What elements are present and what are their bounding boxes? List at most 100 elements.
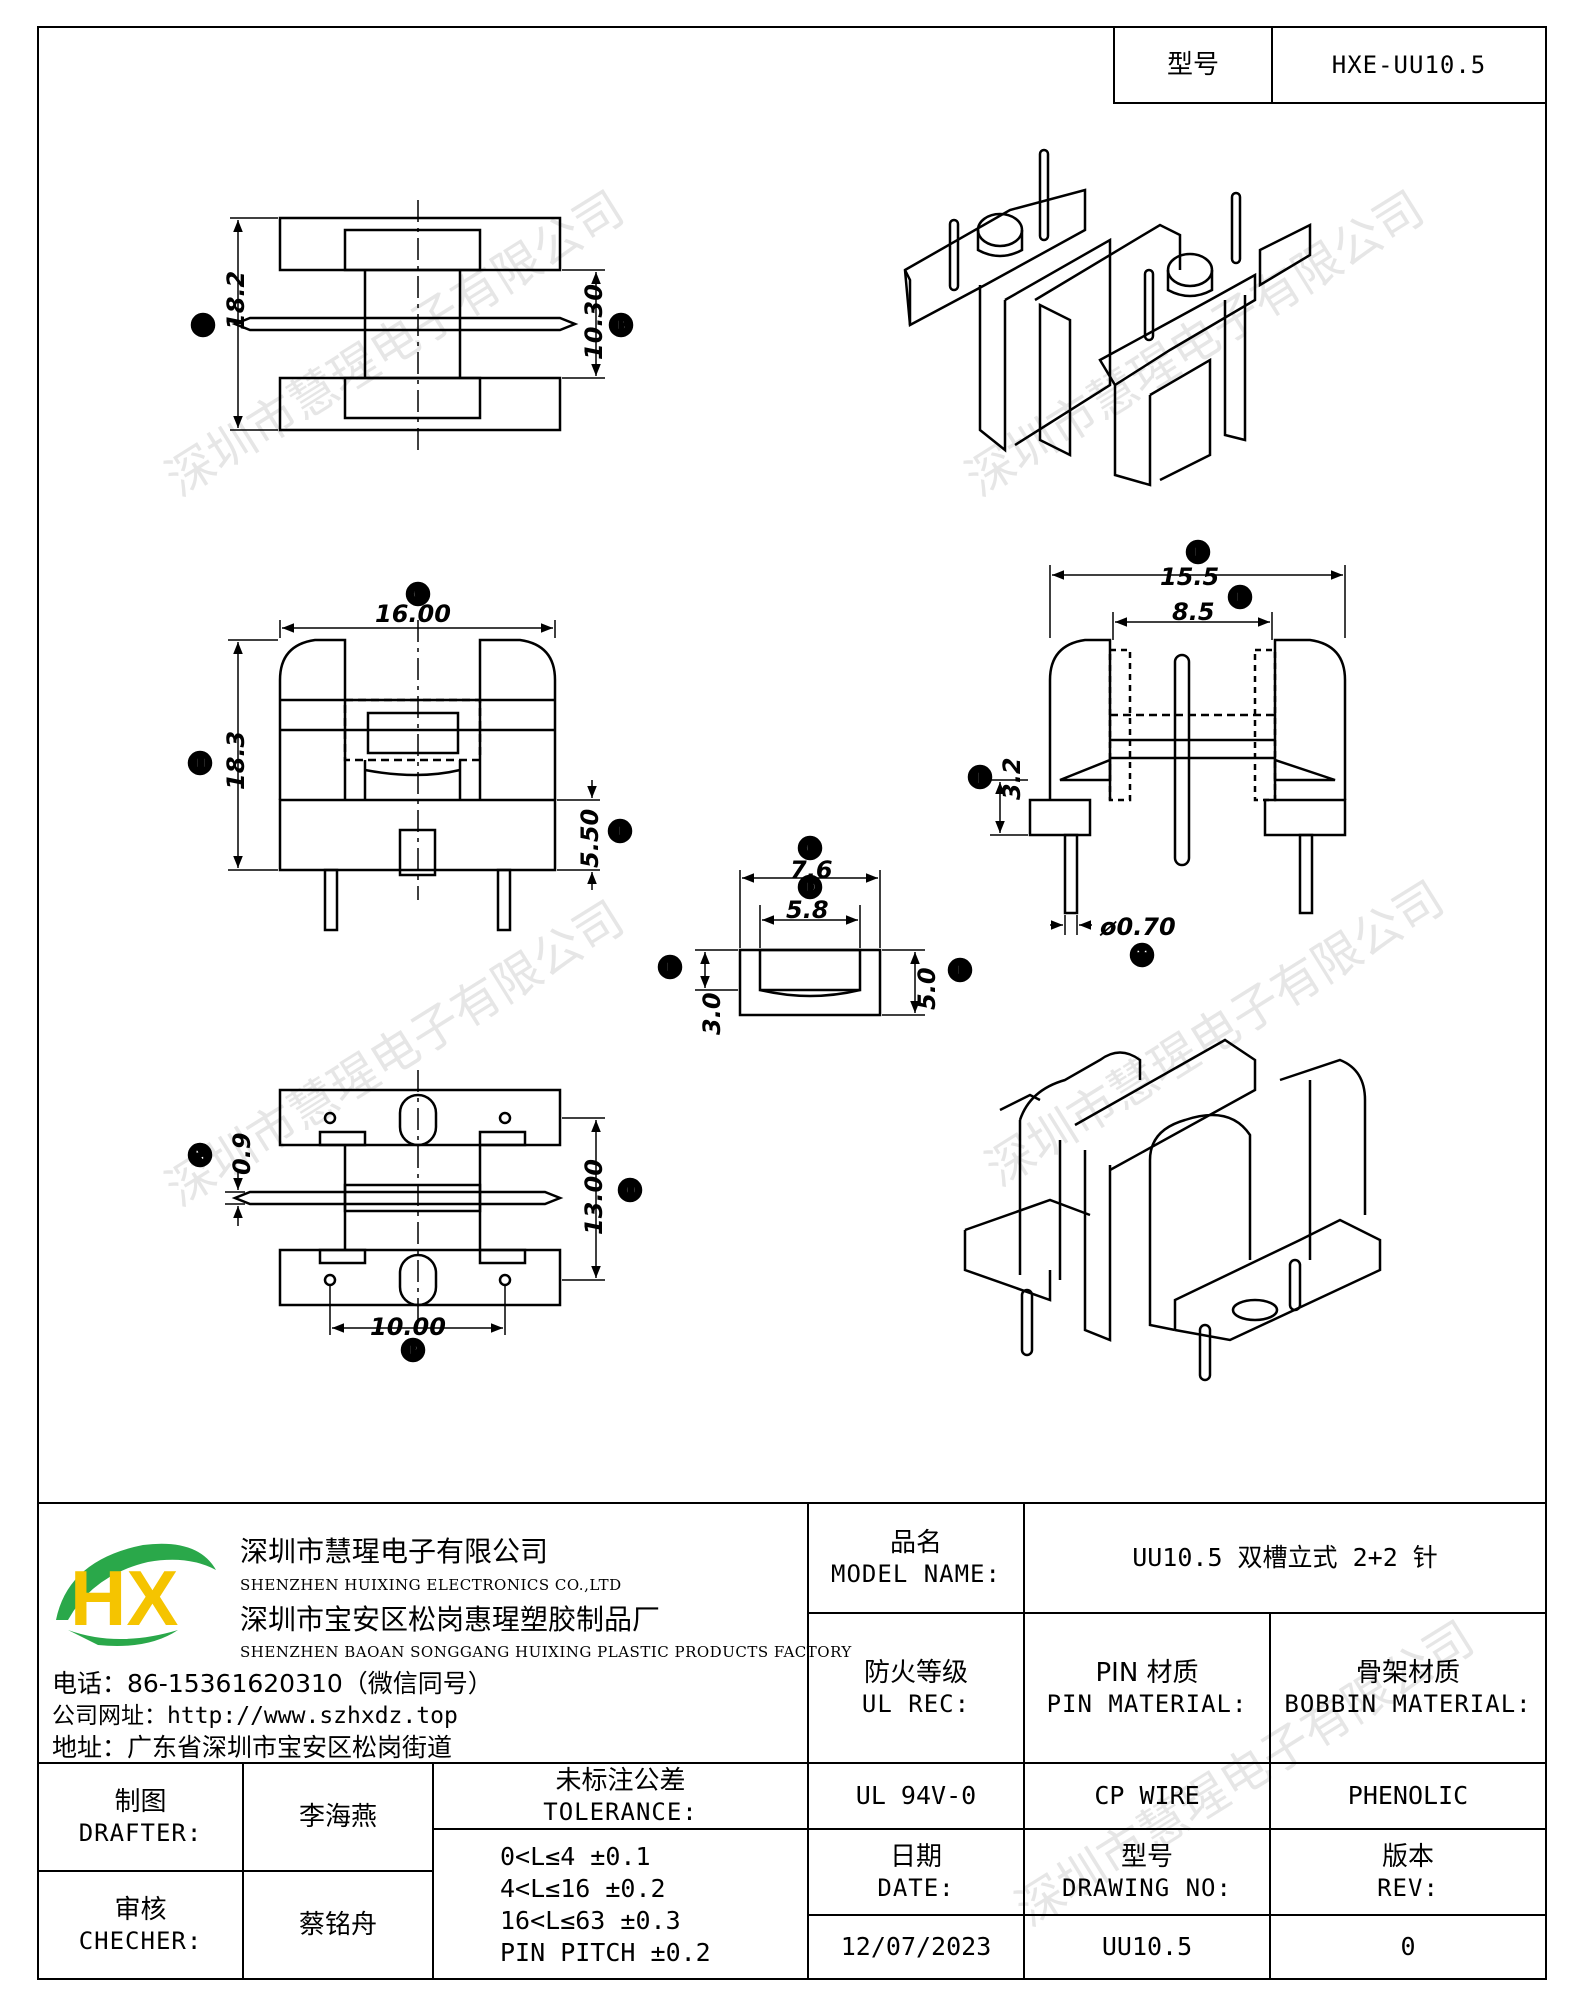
dim-tag-d: D [797,874,823,900]
pin-label-cell: PIN 材质 PIN MATERIAL: [1023,1612,1271,1764]
pin-value: CP WIRE [1094,1781,1200,1811]
ul-value-cell: UL 94V-0 [807,1762,1025,1830]
dim-tag-l: L [1185,539,1211,565]
drafter-value: 李海燕 [298,1801,377,1832]
model-name-en: MODEL NAME: [831,1560,1001,1589]
rev-value: 0 [1400,1932,1416,1962]
company-name-en: SHENZHEN HUIXING ELECTRONICS CO.,LTD [240,1576,622,1594]
pin-value-cell: CP WIRE [1023,1762,1271,1830]
dim-j: 3.2 [998,757,1026,800]
tolerance-label-cn: 未标注公差 [555,1765,686,1796]
svg-text:L: L [1193,545,1202,561]
factory-name-en: SHENZHEN BAOAN SONGGANG HUIXING PLASTIC … [240,1643,852,1661]
bobbin-value-cell: PHENOLIC [1269,1762,1547,1830]
tolerance-label-cell: 未标注公差 TOLERANCE: [432,1762,809,1830]
isometric-view-body [963,1038,1382,1382]
svg-text:F: F [956,963,966,979]
checker-label-en: CHECHER: [78,1927,203,1956]
dim-k: 8.5 [1172,598,1215,626]
svg-text:G: G [412,587,424,603]
drawing-no-label-cn: 型号 [1120,1841,1173,1872]
drafter-label-cell: 制图 DRAFTER: [37,1762,244,1872]
dim-l: 15.5 [1160,563,1219,591]
tolerance-label-en: TOLERANCE: [543,1798,698,1827]
pin-label-cn: PIN 材质 [1095,1657,1199,1688]
company-name-cn: 深圳市慧瑆电子有限公司 [240,1535,549,1568]
date-value: 12/07/2023 [840,1932,992,1962]
isometric-view-pins [903,148,1312,487]
ul-value: UL 94V-0 [855,1781,977,1811]
svg-text:A: A [198,318,209,334]
dim-e: 3.0 [698,992,726,1035]
rev-label-cn: 版本 [1381,1841,1434,1872]
dim-m: ø0.70 [1099,913,1176,941]
dim-tag-j: J [967,764,993,790]
model-name-cn: 品名 [889,1527,942,1558]
tolerance-line: 4<L≤16 ±0.2 [500,1874,666,1903]
model-value-cell: HXE-UU10.5 [1271,26,1547,104]
dim-a: 18.2 [222,271,250,330]
model-name-value-cell: UU10.5 双槽立式 2+2 针 [1023,1502,1547,1614]
drafter-value-cell: 李海燕 [242,1762,434,1872]
svg-text:N: N [194,1148,206,1164]
checker-label-cn: 审核 [114,1894,167,1925]
svg-text:H: H [195,756,207,772]
drafter-label-cn: 制图 [114,1786,167,1817]
tolerance-line: PIN PITCH ±0.2 [500,1938,711,1967]
rev-value-cell: 0 [1269,1914,1547,1980]
dim-tag-e: E [657,954,683,980]
date-value-cell: 12/07/2023 [807,1914,1025,1980]
rev-label-en: REV: [1377,1874,1439,1903]
dim-n: 0.9 [228,1132,256,1175]
dim-o: 13.00 [580,1159,608,1235]
side-view [990,565,1347,935]
ul-label-cn: 防火等级 [863,1657,968,1688]
date-label-cn: 日期 [889,1841,942,1872]
dim-tag-b: B [608,312,634,338]
svg-text:D: D [805,880,817,896]
svg-text:C: C [805,841,815,857]
ul-label-en: UL REC: [861,1690,971,1719]
drawing-no-label-en: DRAWING NO: [1062,1874,1232,1903]
front-view [228,620,600,932]
company-logo: HX [56,1543,216,1646]
bottom-view [225,1070,605,1335]
drawing-no-label-cell: 型号 DRAWING NO: [1023,1828,1271,1916]
dim-tag-n: N [187,1142,213,1168]
company-website: 公司网址：http://www.szhxdz.top [52,1703,458,1729]
model-name-label-cell: 品名 MODEL NAME: [807,1502,1025,1614]
dim-tag-h: H [187,750,213,776]
technical-drawing: 18.2 10.30 A B 16.00 18.3 5.50 G H I [187,148,1382,1382]
dim-tag-a: A [190,312,216,338]
dim-tag-o: O [617,1177,643,1203]
ul-label-cell: 防火等级 UL REC: [807,1612,1025,1764]
dim-tag-c: C [797,835,823,861]
svg-text:I: I [617,824,622,840]
dim-h: 18.3 [222,731,250,790]
bobbin-label-cell: 骨架材质 BOBBIN MATERIAL: [1269,1612,1547,1764]
tolerance-line: 0<L≤4 ±0.1 [500,1842,651,1871]
logo-text: HX [70,1554,178,1642]
dim-tag-f: F [947,957,973,983]
svg-text:K: K [1235,590,1247,606]
model-name-value: UU10.5 双槽立式 2+2 针 [1132,1543,1438,1573]
dim-tag-g: G [405,581,431,607]
drawing-no-value: UU10.5 [1101,1932,1193,1962]
dim-f: 5.0 [913,967,941,1010]
top-view [230,200,605,450]
svg-text:J: J [975,770,981,786]
factory-name-cn: 深圳市宝安区松岗惠瑆塑胶制品厂 [240,1603,661,1636]
drawing-no-value-cell: UU10.5 [1023,1914,1271,1980]
dim-d: 5.8 [786,896,829,924]
dim-tag-m: M [1129,942,1155,968]
date-label-en: DATE: [877,1874,955,1903]
tolerance-line: 16<L≤63 ±0.3 [500,1906,681,1935]
bobbin-value: PHENOLIC [1347,1781,1469,1811]
svg-text:O: O [625,1183,637,1199]
checker-value-cell: 蔡铭舟 [242,1870,434,1980]
company-phone: 电话：86-15361620310（微信同号） [52,1669,493,1698]
checker-label-cell: 审核 CHECHER: [37,1870,244,1980]
svg-text:P: P [408,1343,418,1359]
rev-label-cell: 版本 REV: [1269,1828,1547,1916]
svg-text:M: M [1135,948,1149,964]
